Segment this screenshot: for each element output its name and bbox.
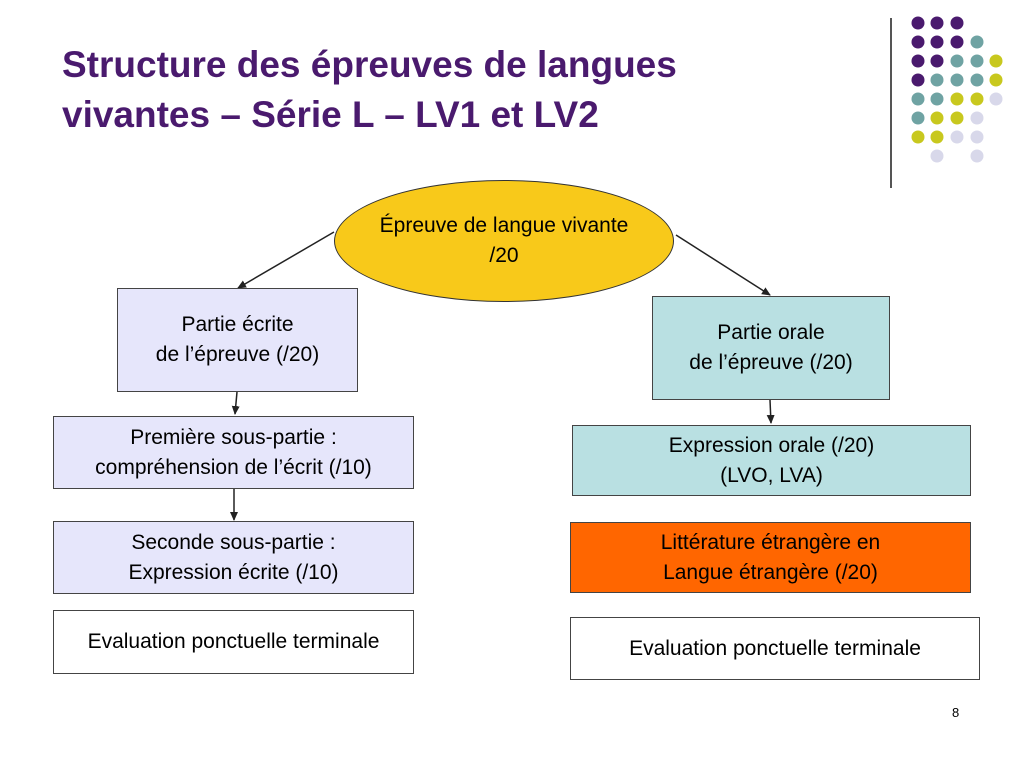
partie-ecrite-line-2: de l’épreuve (/20) [155, 343, 320, 366]
decorative-dot [911, 35, 925, 49]
decorative-dot [970, 54, 984, 68]
decorative-dot [930, 92, 944, 106]
decorative-dot [950, 54, 964, 68]
left-evaluation-label: Evaluation ponctuelle terminale [87, 630, 380, 653]
decorative-dot [911, 16, 925, 30]
decorative-dot [970, 111, 984, 125]
root-node-epreuve: Épreuve de langue vivante /20 [334, 180, 674, 302]
arrow-orale-to-expression [766, 399, 775, 424]
decorative-dot [989, 73, 1003, 87]
decorative-dot [911, 111, 925, 125]
title-line-1: Structure des épreuves de langues [62, 44, 677, 85]
decorative-dot [950, 16, 964, 30]
seconde-sous-partie-box: Seconde sous-partie : Expression écrite … [53, 521, 414, 594]
left-evaluation-box: Evaluation ponctuelle terminale [53, 610, 414, 674]
page-title: Structure des épreuves de langues vivant… [62, 40, 822, 140]
decorative-dot [911, 92, 925, 106]
litterature-line-2: Langue étrangère (/20) [663, 560, 878, 584]
decorative-dot [950, 92, 964, 106]
decorative-dot [930, 73, 944, 87]
decorative-dot [989, 54, 1003, 68]
decorative-dot [930, 111, 944, 125]
partie-orale-line-2: de l’épreuve (/20) [689, 351, 853, 374]
decorative-dot [911, 73, 925, 87]
page-number: 8 [952, 705, 960, 720]
premiere-sous-partie-line-1: Première sous-partie : [130, 425, 337, 449]
decorative-dot [970, 149, 984, 163]
partie-orale-box: Partie orale de l’épreuve (/20) [652, 296, 890, 400]
decorative-dot [930, 130, 944, 144]
decorative-dot [930, 54, 944, 68]
expression-orale-box: Expression orale (/20) (LVO, LVA) [572, 425, 971, 496]
premiere-sous-partie-box: Première sous-partie : compréhension de … [53, 416, 414, 489]
expression-orale-line-1: Expression orale (/20) [668, 433, 875, 457]
arrow-root-to-orale [675, 234, 771, 296]
litterature-line-1: Littérature étrangère en [660, 530, 881, 554]
partie-orale-line-1: Partie orale [717, 321, 825, 344]
partie-ecrite-line-1: Partie écrite [181, 313, 294, 336]
right-evaluation-box: Evaluation ponctuelle terminale [570, 617, 980, 680]
decorative-dot [911, 54, 925, 68]
decorative-dot [930, 35, 944, 49]
decorative-dot [970, 130, 984, 144]
decorative-dot [911, 130, 925, 144]
expression-orale-line-2: (LVO, LVA) [720, 463, 823, 487]
decorative-dot [950, 111, 964, 125]
decorative-dot [950, 73, 964, 87]
right-evaluation-label: Evaluation ponctuelle terminale [629, 636, 921, 660]
seconde-sous-partie-line-1: Seconde sous-partie : [131, 530, 336, 554]
arrow-root-to-ecrite [237, 231, 335, 289]
decorative-dot [930, 16, 944, 30]
title-line-2: vivantes – Série L – LV1 et LV2 [62, 94, 599, 135]
seconde-sous-partie-line-2: Expression écrite (/10) [128, 560, 339, 584]
decorative-dot [970, 92, 984, 106]
premiere-sous-partie-line-2: compréhension de l’écrit (/10) [95, 455, 372, 479]
partie-ecrite-box: Partie écrite de l’épreuve (/20) [117, 288, 358, 392]
root-line-1: Épreuve de langue vivante [379, 214, 629, 237]
root-line-2: /20 [489, 244, 519, 267]
decorative-dot [930, 149, 944, 163]
arrow-ecrite-to-sub1 [231, 391, 240, 415]
decorative-dot [989, 92, 1003, 106]
decorative-dot [970, 35, 984, 49]
header-divider-line [890, 18, 892, 188]
decorative-dot [950, 35, 964, 49]
decorative-dot [970, 73, 984, 87]
decorative-dot [950, 130, 964, 144]
decorative-dot-grid [911, 16, 1003, 163]
litterature-etrangere-box: Littérature étrangère en Langue étrangèr… [570, 522, 971, 593]
